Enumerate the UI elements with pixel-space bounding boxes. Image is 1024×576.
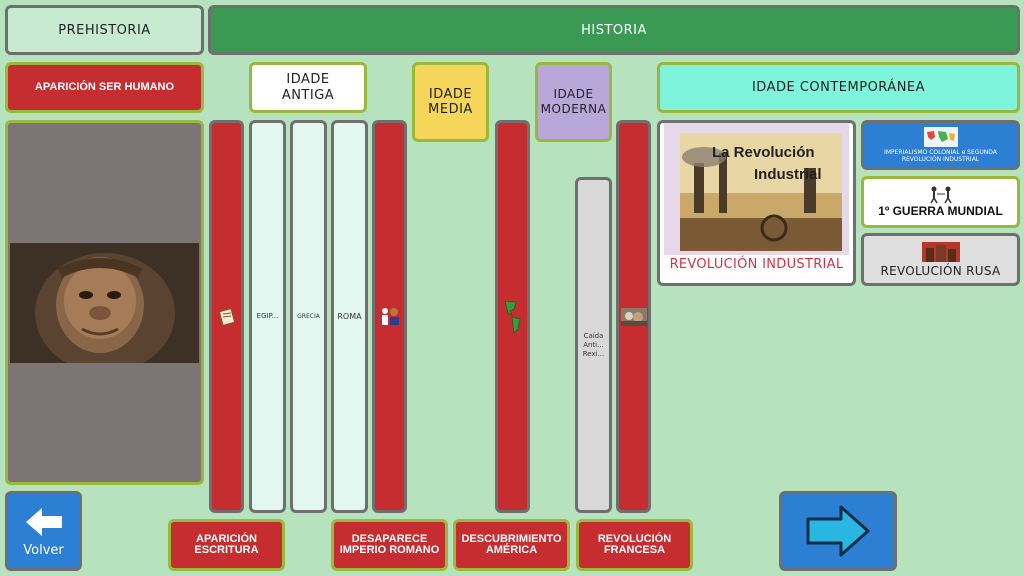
roma-label: ROMA	[337, 312, 362, 321]
revolution-painting-icon	[620, 307, 647, 326]
bar-caida-antiguo-regimen[interactable]: Caída Anti... Rexi...	[575, 177, 612, 513]
americas-map-icon	[503, 300, 520, 334]
event-desaparece-imperio-romano[interactable]: DESAPARECE IMPERIO ROMANO	[331, 519, 448, 571]
escritura-label: APARICIÓN ESCRITURA	[194, 533, 259, 556]
moderna-label: IDADE MODERNA	[540, 87, 607, 116]
imperialismo-label: IMPERIALISMO COLONIAL e SEGUNDA REVOLUCI…	[884, 149, 997, 163]
egipto-label: EGIP...	[256, 312, 279, 320]
back-button[interactable]: Volver	[5, 491, 82, 571]
russian-revolution-image	[921, 241, 960, 262]
soldiers-icon	[929, 186, 952, 204]
next-button[interactable]	[779, 491, 897, 571]
bar-imperio-romano[interactable]	[372, 120, 407, 513]
idade-antiga-tile[interactable]: IDADE ANTIGA	[249, 62, 367, 113]
imperialismo-tile[interactable]: IMPERIALISMO COLONIAL e SEGUNDA REVOLUCI…	[861, 120, 1020, 170]
caida-label: Caída Anti... Rexi...	[582, 331, 605, 358]
historia-label: HISTORIA	[581, 22, 647, 38]
image-title-line2: Industrial	[754, 166, 822, 183]
arrow-left-icon	[25, 507, 62, 536]
idade-media-tile[interactable]: IDADE MEDIA	[412, 62, 489, 142]
imperio-label: DESAPARECE IMPERIO ROMANO	[339, 533, 440, 556]
revolucion-rusa-label: REVOLUCIÓN RUSA	[880, 263, 1001, 278]
antiga-label: IDADE ANTIGA	[281, 71, 335, 103]
bar-roma[interactable]: ROMA	[331, 120, 368, 513]
revolucion-industrial-caption: REVOLUCIÓN INDUSTRIAL	[669, 257, 844, 272]
event-aparicion-escritura[interactable]: APARICIÓN ESCRITURA	[168, 519, 285, 571]
world-map-icon	[923, 127, 958, 147]
revolucion-rusa-tile[interactable]: REVOLUCIÓN RUSA	[861, 233, 1020, 286]
guerra-mundial-label: 1º GUERRA MUNDIAL	[878, 204, 1003, 218]
media-label: IDADE MEDIA	[428, 87, 473, 117]
prehistoria-header[interactable]: PREHISTORIA	[5, 5, 204, 55]
back-label: Volver	[23, 542, 64, 558]
scroll-icon	[218, 307, 235, 326]
grecia-label: GRECIA	[297, 313, 320, 320]
prehistoria-label: PREHISTORIA	[58, 22, 151, 38]
roman-figures-icon	[381, 307, 399, 325]
bar-escritura[interactable]	[209, 120, 244, 513]
event-revolucion-francesa[interactable]: REVOLUCIÓN FRANCESA	[576, 519, 693, 571]
aparicion-ser-humano-tile[interactable]: APARICIÓN SER HUMANO	[5, 62, 204, 113]
early-human-portrait	[10, 242, 199, 363]
image-title-line1: La Revolución	[712, 144, 815, 161]
industrial-revolution-image: La Revolución Industrial	[664, 123, 849, 255]
idade-contemporanea-tile[interactable]: IDADE CONTEMPORÁNEA	[657, 62, 1020, 113]
aparicion-label: APARICIÓN SER HUMANO	[34, 81, 175, 93]
historia-header[interactable]: HISTORIA	[208, 5, 1020, 55]
bar-egipto[interactable]: EGIP...	[249, 120, 286, 513]
event-descubrimiento-america[interactable]: DESCUBRIMIENTO AMÉRICA	[453, 519, 570, 571]
bar-revolucion-francesa[interactable]	[616, 120, 651, 513]
prehistory-image-panel[interactable]	[5, 120, 204, 485]
bar-america[interactable]	[495, 120, 530, 513]
bar-grecia[interactable]: GRECIA	[290, 120, 327, 513]
francesa-label: REVOLUCIÓN FRANCESA	[597, 533, 672, 556]
revolucion-industrial-panel[interactable]: La Revolución Industrial REVOLUCIÓN INDU…	[657, 120, 856, 286]
guerra-mundial-tile[interactable]: 1º GUERRA MUNDIAL	[861, 176, 1020, 228]
contemporanea-label: IDADE CONTEMPORÁNEA	[751, 80, 926, 95]
idade-moderna-tile[interactable]: IDADE MODERNA	[535, 62, 612, 142]
arrow-right-icon	[806, 505, 870, 557]
america-label: DESCUBRIMIENTO AMÉRICA	[461, 533, 562, 556]
